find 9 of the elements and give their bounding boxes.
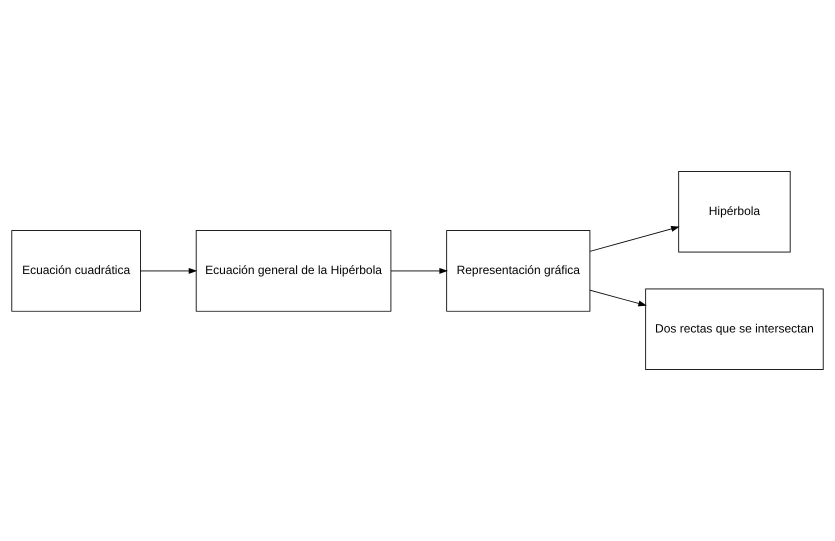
node-box: Representación gráfica	[446, 230, 590, 312]
arrow	[590, 290, 647, 306]
node-box: Ecuación cuadrática	[11, 230, 141, 312]
node-box: Ecuación general de la Hipérbola	[196, 230, 392, 312]
arrow	[590, 226, 680, 252]
node-box: Hipérbola	[678, 171, 791, 252]
arrow	[140, 268, 198, 274]
node-box: Dos rectas que se intersectan	[645, 288, 824, 370]
arrow	[390, 268, 448, 274]
